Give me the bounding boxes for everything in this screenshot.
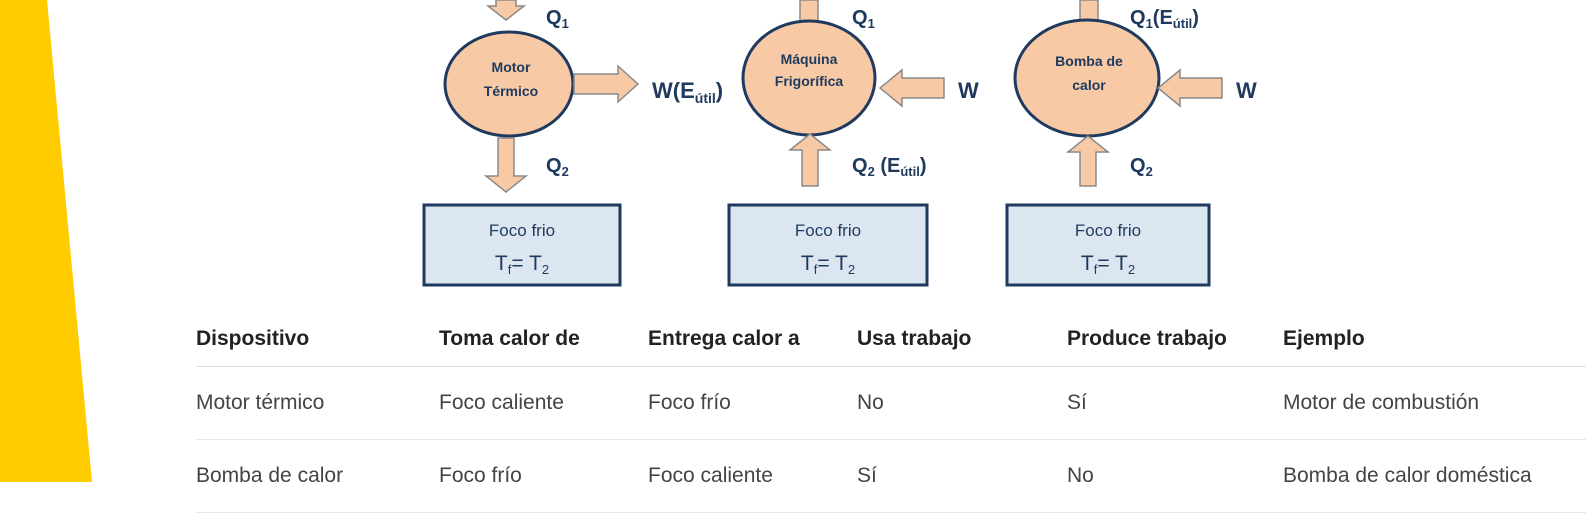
table-cell: Bomba de calor — [196, 439, 439, 513]
fridge-w-label: W — [958, 78, 979, 103]
heatpump-q2-arrow — [1065, 135, 1111, 187]
fridge-cold-focus-box — [727, 203, 929, 287]
yellow-accent-stripe — [0, 0, 92, 482]
header-entrega-calor-a: Entrega calor a — [648, 312, 857, 367]
table-cell: Motor térmico — [196, 366, 439, 440]
fridge-cold-focus-temp: Tf= T2 — [801, 252, 855, 277]
motor-q1-arrow — [485, 0, 527, 21]
motor-w-label: W(Eútil) — [652, 78, 723, 106]
fridge-q2-arrow — [787, 133, 833, 187]
device-comparison-table: Dispositivo Toma calor de Entrega calor … — [196, 312, 1586, 513]
motor-q1-label: Q1 — [546, 7, 569, 31]
header-toma-calor-de: Toma calor de — [439, 312, 648, 367]
header-dispositivo: Dispositivo — [196, 312, 439, 367]
maquina-frigorifica-group: Q1 Máquina Frigorífica W Q2 (Eútil) Foco… — [727, 0, 979, 287]
motor-q2-label: Q2 — [546, 155, 569, 179]
motor-cold-focus-title: Foco frio — [489, 221, 555, 240]
motor-termico-node — [443, 30, 575, 138]
motor-termico-group: Q1 Motor Térmico W(Eútil) Q2 Foco frio T… — [422, 0, 723, 287]
motor-w-arrow — [573, 64, 640, 104]
fridge-q1-label: Q1 — [852, 7, 875, 31]
header-produce-trabajo: Produce trabajo — [1067, 312, 1283, 367]
table-cell: Sí — [1067, 366, 1283, 440]
motor-cold-focus-temp: Tf= T2 — [495, 252, 549, 277]
heatpump-cold-focus-temp: Tf= T2 — [1081, 252, 1135, 277]
table-cell: Foco caliente — [439, 366, 648, 440]
motor-label-line2: Térmico — [484, 83, 538, 99]
motor-label-line1: Motor — [492, 59, 531, 75]
heatpump-label-line1: Bomba de — [1055, 53, 1123, 69]
table-cell: No — [1067, 439, 1283, 513]
table-row: Bomba de calor Foco frío Foco caliente S… — [196, 439, 1586, 513]
header-ejemplo: Ejemplo — [1283, 312, 1586, 367]
table-row: Motor térmico Foco caliente Foco frío No… — [196, 366, 1586, 440]
fridge-label-line1: Máquina — [781, 51, 838, 67]
heatpump-w-label: W — [1236, 78, 1257, 103]
table-cell: Foco frío — [648, 366, 857, 440]
heatpump-cold-focus-box — [1005, 203, 1211, 287]
table-cell: Foco frío — [439, 439, 648, 513]
table-cell: Motor de combustión — [1283, 366, 1586, 440]
table-cell: No — [857, 366, 1067, 440]
heatpump-q1-label: Q1(Eútil) — [1130, 7, 1199, 31]
motor-q2-arrow — [483, 137, 529, 193]
header-usa-trabajo: Usa trabajo — [857, 312, 1067, 367]
fridge-w-arrow — [878, 68, 945, 108]
fridge-cold-focus-title: Foco frio — [795, 221, 861, 240]
motor-cold-focus-box — [422, 203, 622, 287]
heatpump-q2-label: Q2 — [1130, 155, 1153, 179]
table-cell: Foco caliente — [648, 439, 857, 513]
fridge-q2-label: Q2 (Eútil) — [852, 155, 927, 179]
table-header-row: Dispositivo Toma calor de Entrega calor … — [196, 312, 1586, 367]
heat-engines-diagram: Q1 Motor Térmico W(Eútil) Q2 Foco frio T… — [422, 0, 1257, 287]
bomba-de-calor-group: Q1(Eútil) Bomba de calor W Q2 Foco frio … — [1005, 0, 1257, 287]
heatpump-w-arrow — [1156, 68, 1223, 108]
heatpump-label-line2: calor — [1072, 77, 1106, 93]
table-cell: Sí — [857, 439, 1067, 513]
table-cell: Bomba de calor doméstica — [1283, 439, 1586, 513]
fridge-label-line2: Frigorífica — [775, 73, 844, 89]
heatpump-cold-focus-title: Foco frio — [1075, 221, 1141, 240]
